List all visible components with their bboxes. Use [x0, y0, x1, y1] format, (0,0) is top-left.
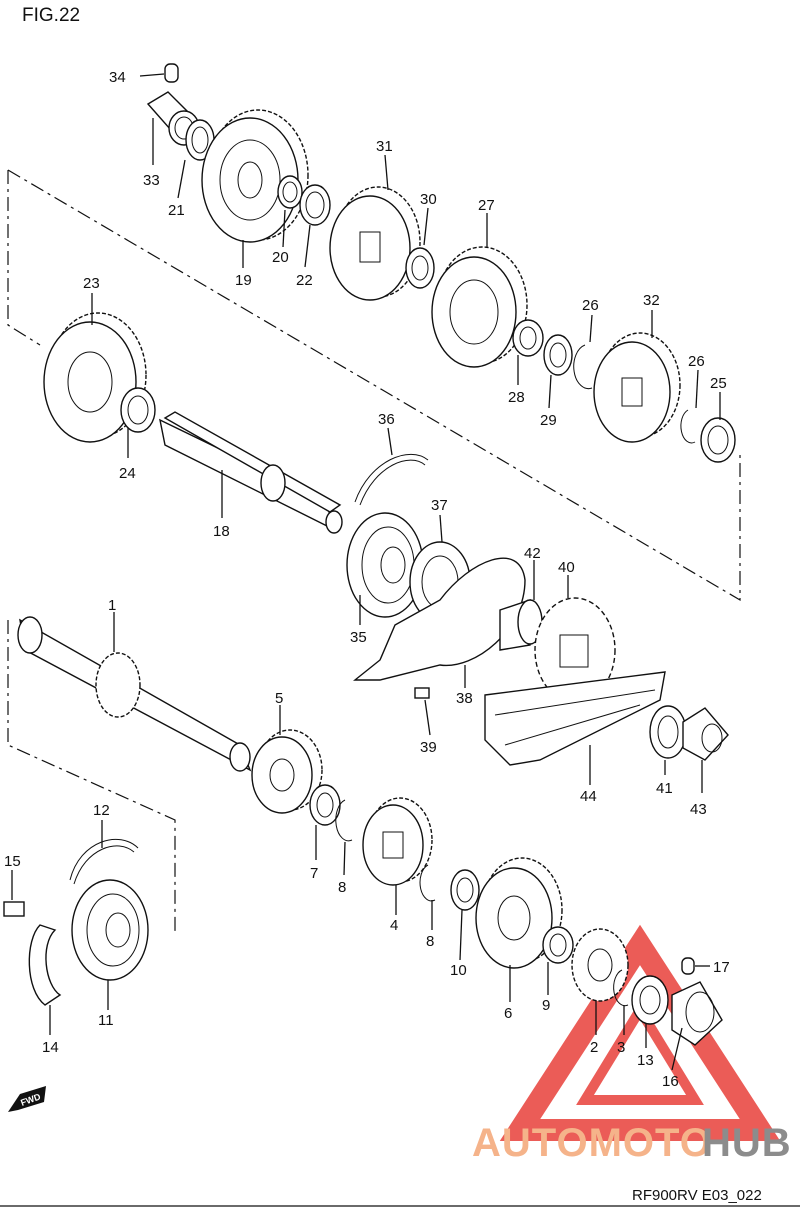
part-16-bearing-housing: [671, 981, 723, 1071]
figure-title: FIG.22: [22, 5, 80, 26]
part-38-retainer-plate: [353, 557, 526, 688]
callout-8-lower: 8: [426, 933, 434, 950]
part-43-nut: [682, 707, 729, 793]
part-7-bushing: [309, 784, 341, 860]
part-9-bushing: [542, 926, 574, 995]
callout-4: 4: [390, 917, 398, 934]
part-22-washer: [299, 184, 331, 268]
part-42-spacer: [499, 560, 543, 651]
watermark-inner-triangle-icon: [576, 1000, 704, 1105]
part-31-gear: [329, 154, 421, 301]
part-1-main-shaft: [17, 612, 252, 772]
part-28-bushing: [512, 319, 544, 385]
fwd-direction-arrow-icon: FWD: [8, 1086, 46, 1112]
callout-20: 20: [272, 249, 289, 266]
callout-33: 33: [143, 172, 160, 189]
part-4-gear: [362, 797, 433, 915]
part-27-gear: [431, 213, 528, 368]
callout-26-lower: 26: [688, 353, 705, 370]
part-13-bearing: [631, 975, 669, 1048]
part-12-snap-ring: [69, 820, 139, 885]
callout-labels: 1 2 3 4 5 6 7 8 8 9 10 11 12 13 14 15 16…: [4, 69, 730, 1090]
part-20-washer: [277, 175, 303, 248]
part-6-gear: [475, 857, 563, 1002]
part-10-lock-washer: [450, 869, 480, 961]
part-11-ball-bearing: [71, 879, 149, 1010]
callout-1: 1: [108, 597, 116, 614]
callout-21: 21: [168, 202, 185, 219]
part-5-gear: [251, 705, 323, 814]
part-44-drive-chain: [484, 671, 666, 785]
callout-5: 5: [275, 690, 283, 707]
callout-18: 18: [213, 523, 230, 540]
part-17-dowel-pin: [681, 957, 710, 975]
callout-25: 25: [710, 375, 727, 392]
part-24-bushing: [120, 387, 156, 458]
upper-frame-line: [7, 169, 741, 602]
callout-13: 13: [637, 1052, 654, 1069]
upper-frame-left: [7, 170, 41, 346]
callout-42: 42: [524, 545, 541, 562]
callout-19: 19: [235, 272, 252, 289]
callout-27: 27: [478, 197, 495, 214]
watermark-text: AUTOMOTO HUB: [472, 1121, 792, 1165]
footer-code: RF900RV E03_022: [632, 1187, 762, 1204]
callout-26-upper: 26: [582, 297, 599, 314]
callout-11: 11: [98, 1012, 114, 1029]
callout-30: 30: [420, 191, 437, 208]
callout-38: 38: [456, 690, 473, 707]
callout-15: 15: [4, 853, 21, 870]
part-15-bolt: [3, 870, 25, 917]
callout-12: 12: [93, 802, 110, 819]
part-3-circlip: [613, 969, 629, 1035]
callout-29: 29: [540, 412, 557, 429]
part-34-pin: [139, 63, 179, 83]
callout-31: 31: [376, 138, 393, 155]
part-29-lock-washer: [543, 334, 573, 409]
callout-2: 2: [590, 1039, 598, 1056]
callout-17: 17: [713, 959, 730, 976]
callout-40: 40: [558, 559, 575, 576]
callout-9: 9: [542, 997, 550, 1014]
callout-35: 35: [350, 629, 367, 646]
watermark-text-a: AUTOMOTO: [472, 1121, 712, 1165]
part-26-circlip-upper: [573, 314, 593, 390]
part-19-gear: [201, 109, 309, 268]
part-8-circlip-lower: [419, 864, 436, 930]
part-26-circlip-lower: [680, 369, 699, 444]
callout-41: 41: [656, 780, 673, 797]
callout-14: 14: [42, 1039, 59, 1056]
callout-32: 32: [643, 292, 660, 309]
part-39-bolt: [414, 687, 431, 736]
part-14-bearing-retainer: [28, 924, 62, 1035]
callout-10: 10: [450, 962, 467, 979]
callout-39: 39: [420, 739, 437, 756]
callout-37: 37: [431, 497, 448, 514]
part-41-washer: [649, 705, 687, 775]
part-36-snap-ring: [354, 427, 429, 506]
callout-8-upper: 8: [338, 879, 346, 896]
callout-34: 34: [109, 69, 126, 86]
callout-7: 7: [310, 865, 318, 882]
callout-6: 6: [504, 1005, 512, 1022]
callout-28: 28: [508, 389, 525, 406]
callout-43: 43: [690, 801, 707, 818]
lower-frame-line: [7, 620, 176, 935]
callout-16: 16: [662, 1073, 679, 1090]
part-25-washer: [700, 392, 736, 463]
callout-24: 24: [119, 465, 136, 482]
callout-44: 44: [580, 788, 597, 805]
callout-23: 23: [83, 275, 100, 292]
part-8-circlip-upper: [335, 799, 353, 876]
part-18-countershaft: [159, 411, 343, 534]
part-30-lock-washer: [405, 207, 435, 289]
watermark-text-b: HUB: [702, 1121, 792, 1165]
callout-3: 3: [617, 1039, 625, 1056]
part-32-gear: [593, 310, 681, 443]
callout-36: 36: [378, 411, 395, 428]
callout-22: 22: [296, 272, 313, 289]
